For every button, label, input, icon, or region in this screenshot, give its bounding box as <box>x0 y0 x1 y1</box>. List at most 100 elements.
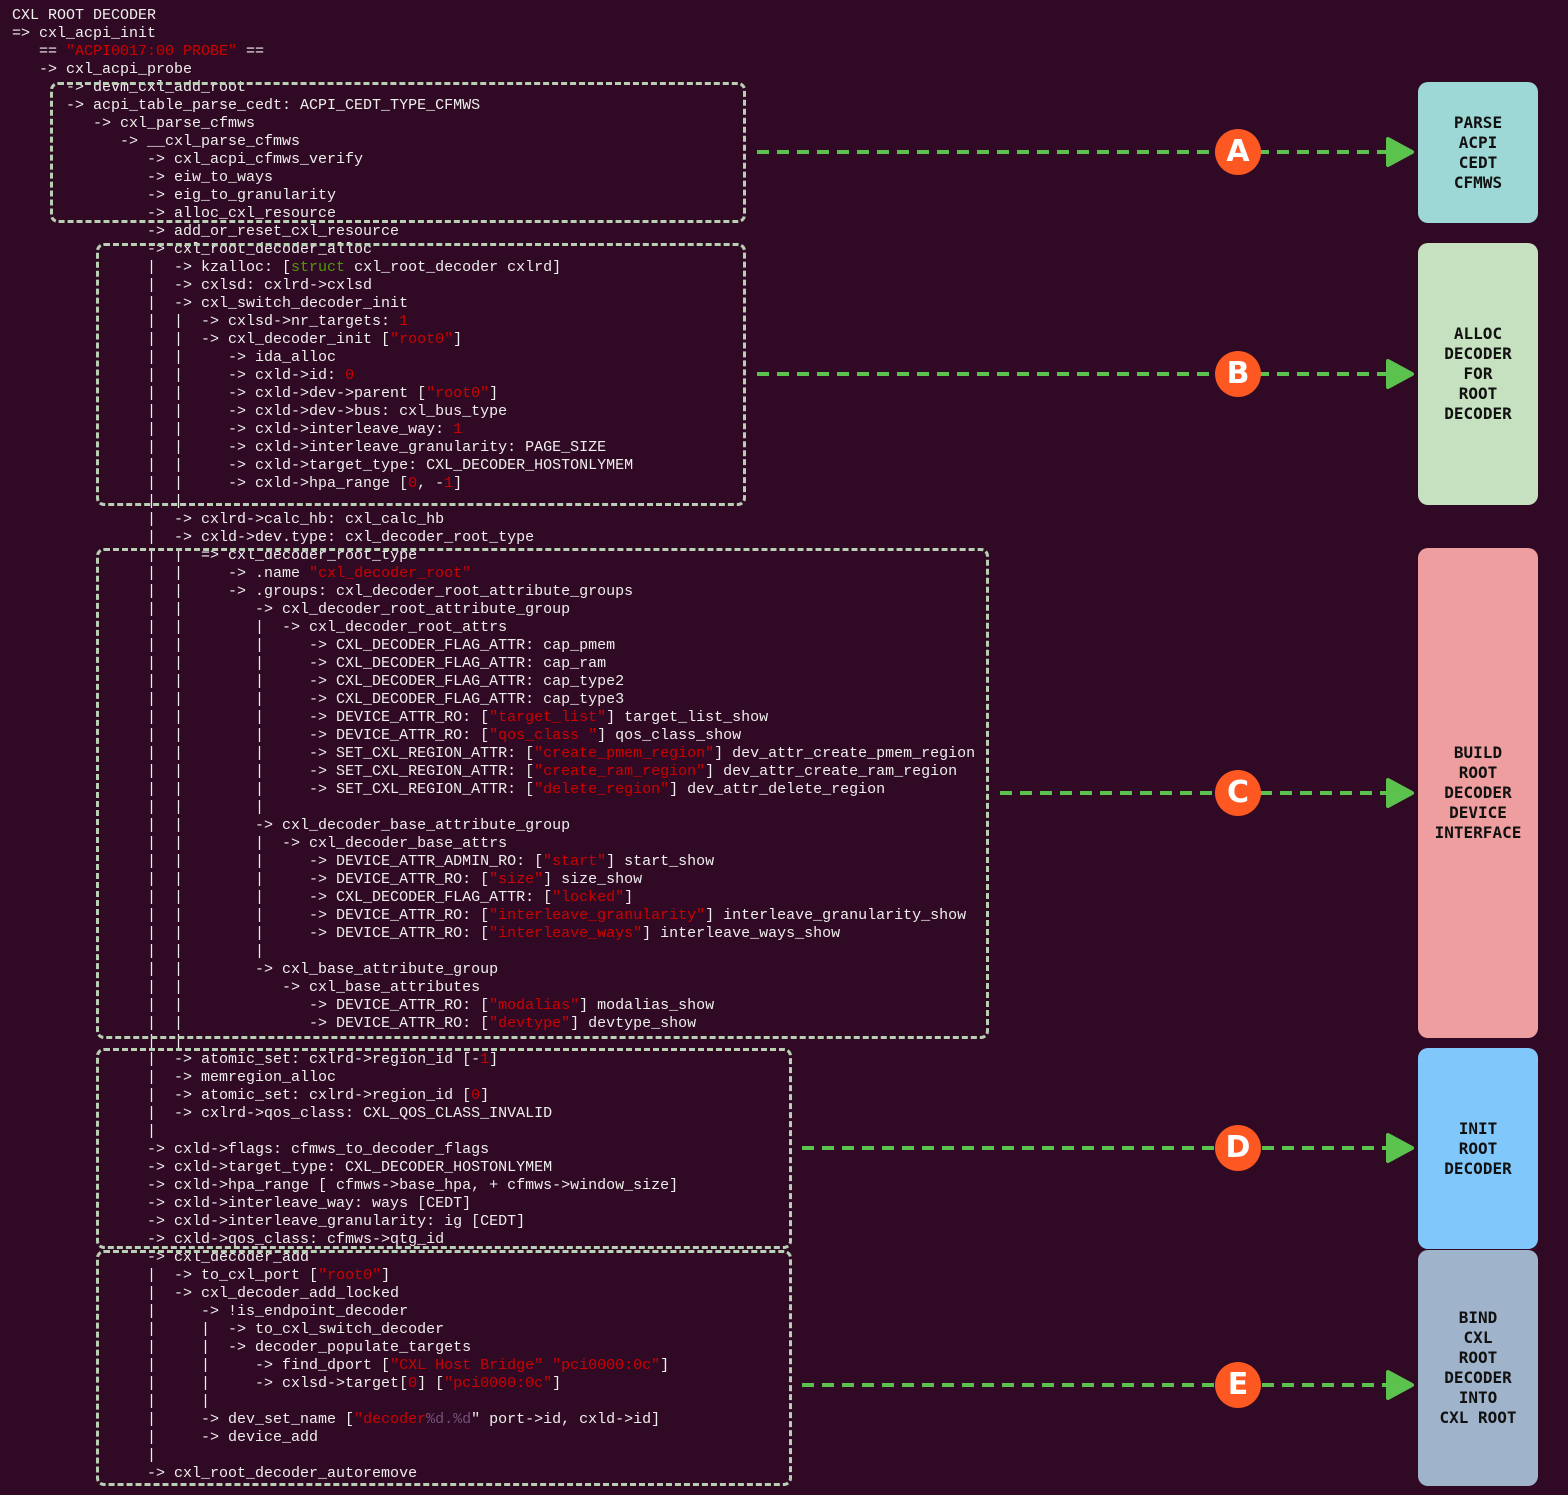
code-line: | -> cxl_switch_decoder_init <box>12 295 975 313</box>
code-text: | -> !is_endpoint_decoder <box>12 1303 409 1320</box>
code-text: -> add_or_reset_cxl_resource <box>12 223 400 240</box>
code-line: == "ACPI0017:00 PROBE" == <box>12 43 975 61</box>
string-literal: "qos_class " <box>489 727 598 744</box>
code-line: | -> atomic_set: cxlrd->region_id [-1] <box>12 1051 975 1069</box>
code-text: ] <box>453 331 463 348</box>
code-text: ] dev_attr_delete_region <box>669 781 886 798</box>
code-text: | | | -> SET_CXL_REGION_ATTR: [ <box>12 763 535 780</box>
code-line: => cxl_acpi_init <box>12 25 975 43</box>
code-text: port->id, cxld->id] <box>480 1411 661 1428</box>
step-badge: D <box>1215 1125 1261 1171</box>
string-literal: "pci0000:0c" <box>444 1375 553 1392</box>
step-badge: B <box>1215 351 1261 397</box>
code-text: -> cxl_acpi_probe <box>12 61 193 78</box>
code-line: | | | -> SET_CXL_REGION_ATTR: ["create_p… <box>12 745 975 763</box>
code-text: ] interleave_ways_show <box>642 925 841 942</box>
call-trace: CXL ROOT DECODER=> cxl_acpi_init == "ACP… <box>12 7 975 1483</box>
code-text: | -> cxld->dev.type: cxl_decoder_root_ty… <box>12 529 535 546</box>
code-text: -> cxl_parse_cfmws <box>12 115 256 132</box>
code-line: | | | -> CXL_DECODER_FLAG_ATTR: cap_type… <box>12 691 975 709</box>
code-line: -> acpi_table_parse_cedt: ACPI_CEDT_TYPE… <box>12 97 975 115</box>
string-literal: 0 <box>345 367 355 384</box>
code-text: | | -> .groups: cxl_decoder_root_attribu… <box>12 583 634 600</box>
code-line: | | | -> DEVICE_ATTR_RO: ["qos_class "] … <box>12 727 975 745</box>
step-label-box: BIND CXL ROOT DECODER INTO CXL ROOT <box>1418 1250 1538 1486</box>
code-text: | | <box>12 1393 211 1410</box>
code-line: -> cxl_decoder_add <box>12 1249 975 1267</box>
code-line: | | -> cxl_decoder_root_attribute_group <box>12 601 975 619</box>
code-text: | -> cxlrd->calc_hb: cxl_calc_hb <box>12 511 445 528</box>
string-literal: "root0" <box>318 1267 382 1284</box>
code-line: -> cxld->flags: cfmws_to_decoder_flags <box>12 1141 975 1159</box>
code-line: | | | -> DEVICE_ATTR_RO: ["size"] size_s… <box>12 871 975 889</box>
code-line: | | | -> DEVICE_ATTR_RO: ["target_list"]… <box>12 709 975 727</box>
code-line: -> cxld->interleave_granularity: ig [CED… <box>12 1213 975 1231</box>
code-text: " <box>471 1411 481 1428</box>
code-text: | | <box>12 493 184 510</box>
string-literal: "CXL Host Bridge" "pci0000:0c" <box>390 1357 661 1374</box>
code-text: | -> cxl_decoder_add_locked <box>12 1285 400 1302</box>
code-text: -> cxld->interleave_way: ways [CEDT] <box>12 1195 472 1212</box>
group-box-c <box>96 548 989 1039</box>
code-line: | | <box>12 1393 975 1411</box>
code-text: | | | -> DEVICE_ATTR_RO: [ <box>12 727 490 744</box>
code-line: | | -> .groups: cxl_decoder_root_attribu… <box>12 583 975 601</box>
string-literal: "create_ram_region" <box>534 763 706 780</box>
code-line: | | -> cxl_base_attributes <box>12 979 975 997</box>
code-line: | | -> find_dport ["CXL Host Bridge" "pc… <box>12 1357 975 1375</box>
code-text: | | -> cxld->dev->parent [ <box>12 385 427 402</box>
code-text: | | -> cxl_base_attribute_group <box>12 961 499 978</box>
code-text: ] start_show <box>606 853 715 870</box>
code-text: | | => cxl_decoder_root_type <box>12 547 418 564</box>
code-text: -> cxld->target_type: CXL_DECODER_HOSTON… <box>12 1159 553 1176</box>
code-text: | -> cxlsd: cxlrd->cxlsd <box>12 277 373 294</box>
code-line: | | -> cxlsd->nr_targets: 1 <box>12 313 975 331</box>
code-text: | | -> find_dport [ <box>12 1357 391 1374</box>
code-text: -> cxld->interleave_granularity: ig [CED… <box>12 1213 526 1230</box>
code-text: -> acpi_table_parse_cedt: ACPI_CEDT_TYPE… <box>12 97 481 114</box>
code-text: ] size_show <box>543 871 643 888</box>
code-text: -> cxl_acpi_cfmws_verify <box>12 151 364 168</box>
code-text: ] target_list_show <box>606 709 769 726</box>
string-literal: "delete_region" <box>534 781 670 798</box>
code-text: | | | -> DEVICE_ATTR_RO: [ <box>12 871 490 888</box>
keyword: struct <box>291 259 346 276</box>
code-text: ] <box>660 1357 670 1374</box>
string-literal: "locked" <box>552 889 625 906</box>
code-line: | | -> to_cxl_switch_decoder <box>12 1321 975 1339</box>
code-line: | | -> cxld->interleave_way: 1 <box>12 421 975 439</box>
code-line: -> cxl_parse_cfmws <box>12 115 975 133</box>
code-line: | | -> cxld->dev->parent ["root0"] <box>12 385 975 403</box>
code-line: | -> cxl_decoder_add_locked <box>12 1285 975 1303</box>
code-text: | -> cxl_switch_decoder_init <box>12 295 409 312</box>
code-text: ] dev_attr_create_ram_region <box>705 763 958 780</box>
string-literal: 1 <box>480 1051 490 1068</box>
code-text: | | | -> DEVICE_ATTR_ADMIN_RO: [ <box>12 853 544 870</box>
code-text: | <box>12 1123 157 1140</box>
arrowhead-icon <box>1386 778 1414 808</box>
code-text: | | -> cxld->id: <box>12 367 346 384</box>
code-line: -> cxld->interleave_way: ways [CEDT] <box>12 1195 975 1213</box>
code-line: | | -> ida_alloc <box>12 349 975 367</box>
code-text: CXL ROOT DECODER <box>12 7 157 24</box>
code-line: | | | -> cxl_decoder_base_attrs <box>12 835 975 853</box>
code-line: -> __cxl_parse_cfmws <box>12 133 975 151</box>
code-text: ] dev_attr_create_pmem_region <box>714 745 976 762</box>
code-line: | | -> cxld->target_type: CXL_DECODER_HO… <box>12 457 975 475</box>
code-text: | | -> .name <box>12 565 310 582</box>
string-literal: 1 <box>444 475 454 492</box>
string-literal: "root0" <box>426 385 490 402</box>
code-line: | | -> cxl_base_attribute_group <box>12 961 975 979</box>
code-text: | | -> decoder_populate_targets <box>12 1339 472 1356</box>
code-line: | | | -> SET_CXL_REGION_ATTR: ["create_r… <box>12 763 975 781</box>
string-literal: "target_list" <box>489 709 607 726</box>
string-literal: 0 <box>471 1087 481 1104</box>
code-line: -> cxld->qos_class: cfmws->qtg_id <box>12 1231 975 1249</box>
code-line: | | | -> SET_CXL_REGION_ATTR: ["delete_r… <box>12 781 975 799</box>
code-line: | | -> cxld->dev->bus: cxl_bus_type <box>12 403 975 421</box>
code-line: | | -> cxl_decoder_init ["root0"] <box>12 331 975 349</box>
code-text: | | | -> CXL_DECODER_FLAG_ATTR: [ <box>12 889 553 906</box>
string-literal: "ACPI0017:00 PROBE" <box>66 43 238 60</box>
code-line: | | | -> cxl_decoder_root_attrs <box>12 619 975 637</box>
